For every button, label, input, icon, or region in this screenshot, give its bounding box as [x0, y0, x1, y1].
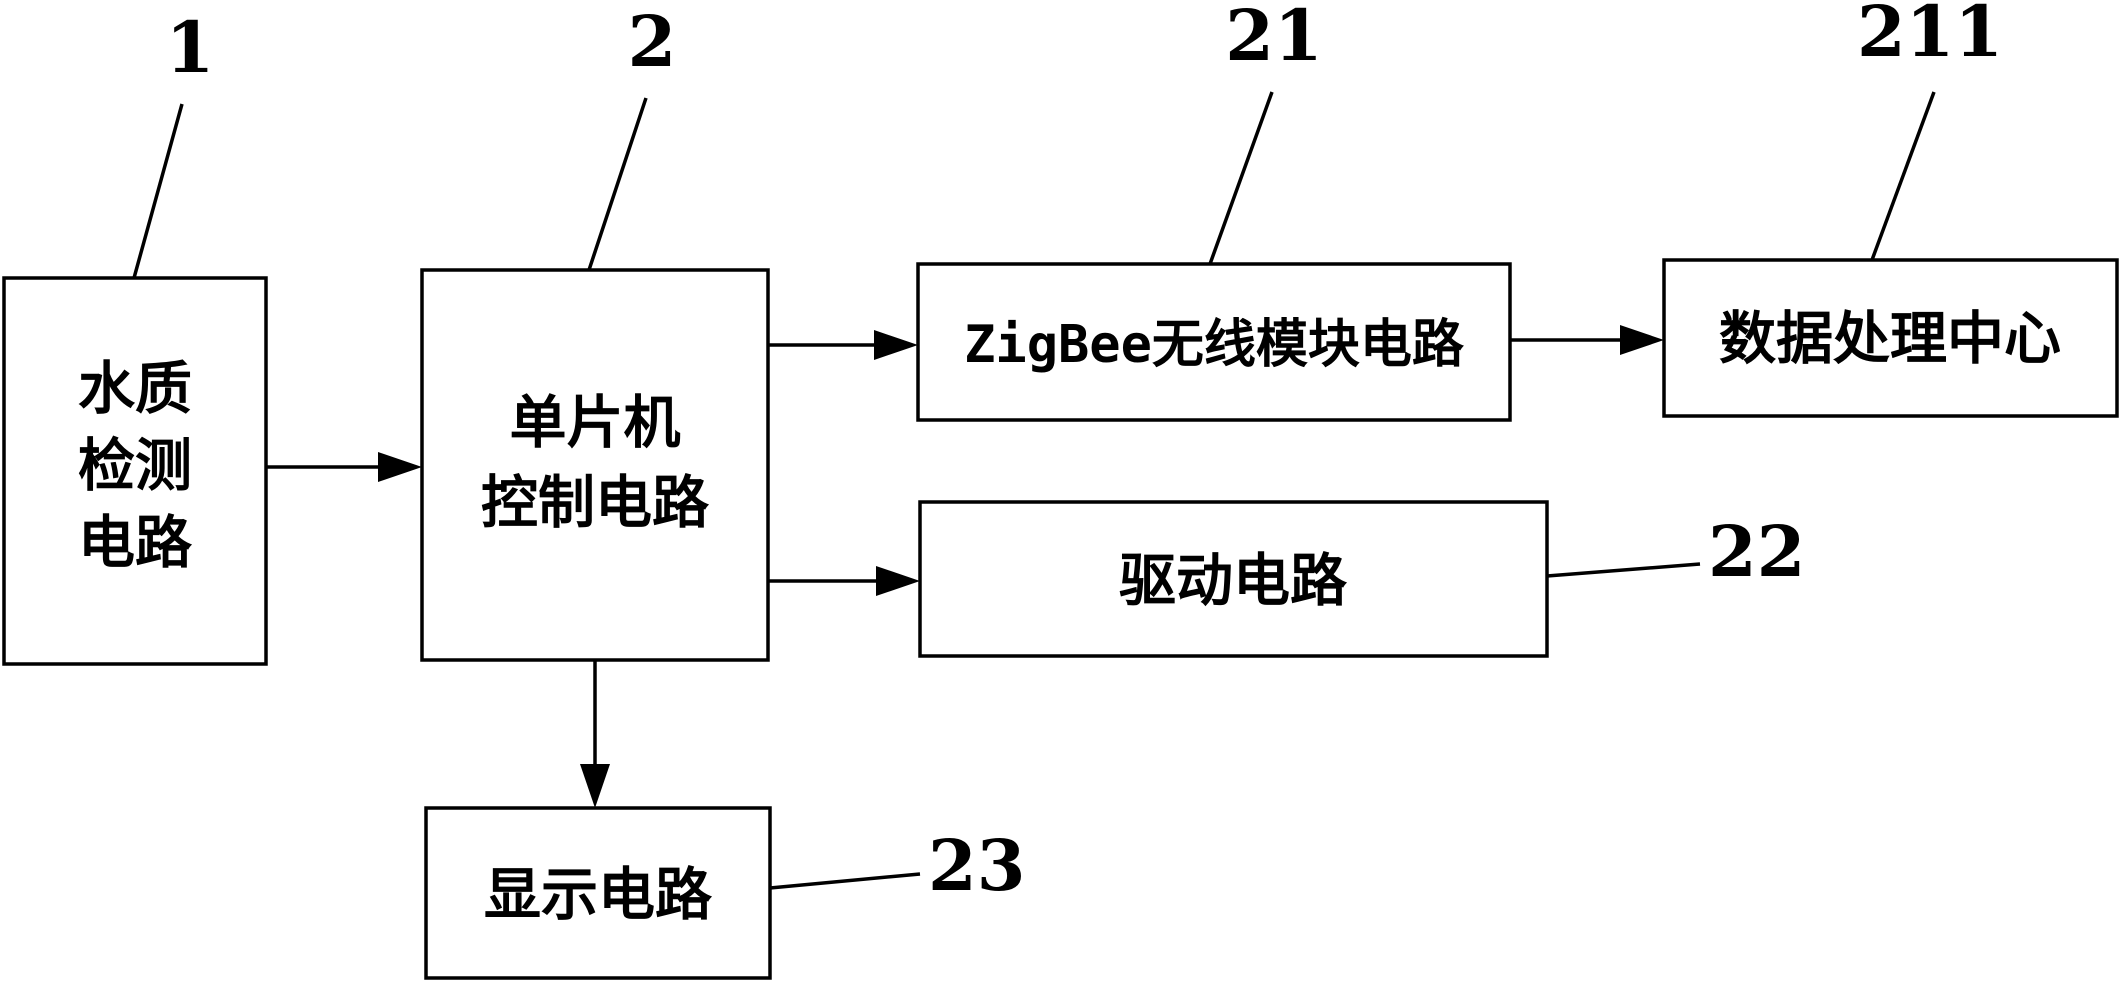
arrow-mcu-to-zigbee — [768, 330, 918, 360]
leader-line-1 — [132, 103, 184, 279]
water-quality-label-line-2: 检测 — [78, 432, 192, 499]
water-quality-label-line-3: 电路 — [78, 509, 193, 576]
data-processing-center-box: 数据处理中心 — [1662, 258, 2119, 418]
leader-line-2 — [587, 97, 648, 271]
data-processing-center-label: 数据处理中心 — [1719, 305, 2061, 372]
display-circuit-label: 显示电路 — [484, 861, 713, 928]
ref-number-2: 2 — [628, 0, 677, 83]
water-quality-label-line-1: 水质 — [78, 355, 192, 422]
ref-number-211: 211 — [1857, 0, 2003, 73]
zigbee-module-label: ZigBee无线模块电路 — [964, 315, 1465, 375]
leader-line-22 — [1546, 562, 1701, 578]
mcu-control-box: 单片机 控制电路 — [420, 268, 770, 662]
display-circuit-box: 显示电路 — [424, 806, 772, 980]
ref-number-1: 1 — [166, 6, 215, 89]
ref-number-23: 23 — [928, 824, 1025, 907]
ref-number-22: 22 — [1708, 510, 1805, 593]
driver-circuit-label: 驱动电路 — [1119, 547, 1348, 614]
water-quality-detection-box: 水质 检测 电路 — [2, 276, 268, 666]
arrow-water-to-mcu — [266, 452, 422, 482]
mcu-label-line-1: 单片机 — [510, 389, 681, 456]
arrow-mcu-to-display — [580, 660, 610, 808]
ref-number-21: 21 — [1225, 0, 1322, 77]
zigbee-module-box: ZigBee无线模块电路 — [916, 262, 1512, 422]
arrow-mcu-to-driver — [768, 566, 920, 596]
mcu-label-line-2: 控制电路 — [481, 469, 710, 536]
leader-line-211 — [1870, 91, 1936, 261]
driver-circuit-box: 驱动电路 — [918, 500, 1549, 658]
leader-line-21 — [1208, 91, 1274, 265]
arrow-zigbee-to-data-center — [1510, 325, 1664, 355]
leader-line-23 — [769, 872, 921, 890]
